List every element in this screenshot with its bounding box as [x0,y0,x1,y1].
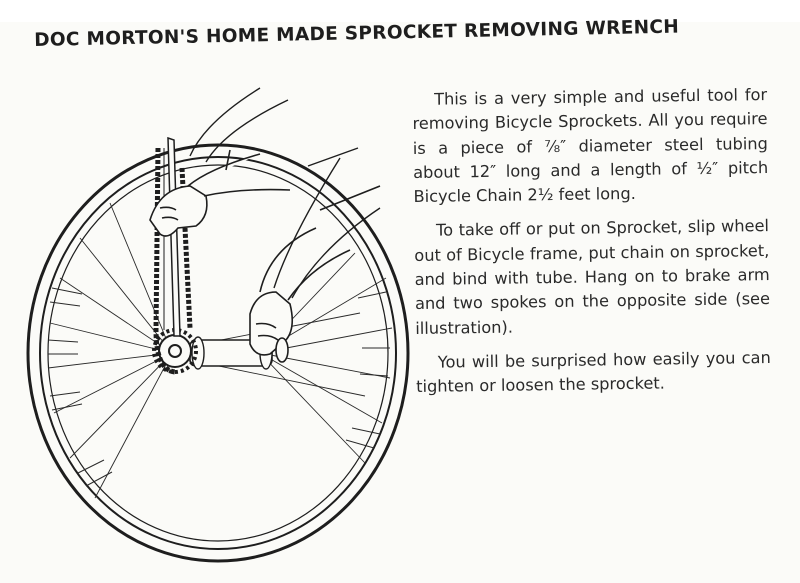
sprocket-center [168,344,182,358]
tire-outer [26,143,410,563]
paragraph-instructions: To take off or put on Sprocket, slip whe… [414,216,771,338]
bicycle-wheel [26,143,410,563]
spoke-hatching [47,287,390,487]
upper-hand [149,149,291,237]
hub-flange-left [191,336,205,370]
lower-hand [249,185,381,363]
wheel-wrench-illustration [26,87,410,563]
paragraph-closing: You will be surprised how easily you can… [416,347,771,397]
upper-arm-sleeve [189,87,359,167]
rim [47,164,389,542]
description-text: This is a very simple and useful tool fo… [412,83,771,409]
steel-tube [167,136,181,337]
tire-inner [39,156,397,550]
scan-top-edge [0,0,800,22]
lower-arm-sleeve [273,157,381,299]
paragraph-intro: This is a very simple and useful tool fo… [412,85,769,207]
sprocket [152,328,198,374]
